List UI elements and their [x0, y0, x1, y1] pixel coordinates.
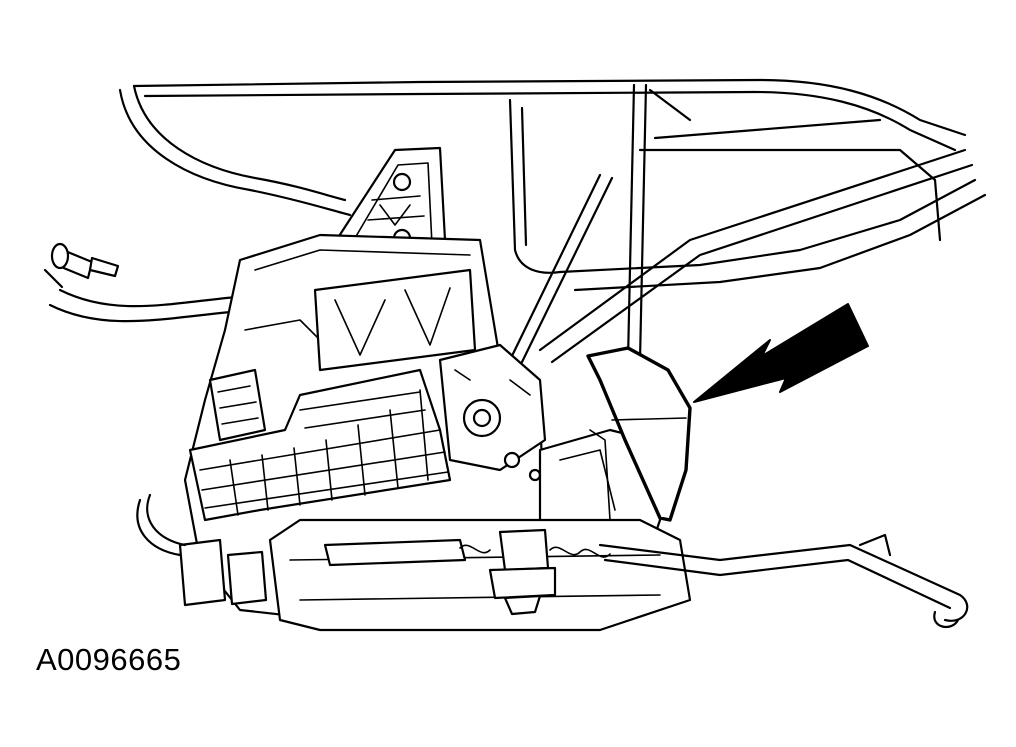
release-cable [136, 493, 969, 629]
callout-arrow [693, 303, 869, 403]
door-panel-outline [43, 78, 987, 323]
control-rods [508, 83, 974, 364]
latch-cover-grid [188, 368, 452, 522]
fastener-pin [50, 242, 120, 280]
figure-reference-code: A0096665 [36, 642, 182, 677]
actuator-connector [178, 518, 692, 632]
highlighted-shield [586, 346, 692, 522]
pivot-features [438, 343, 547, 482]
